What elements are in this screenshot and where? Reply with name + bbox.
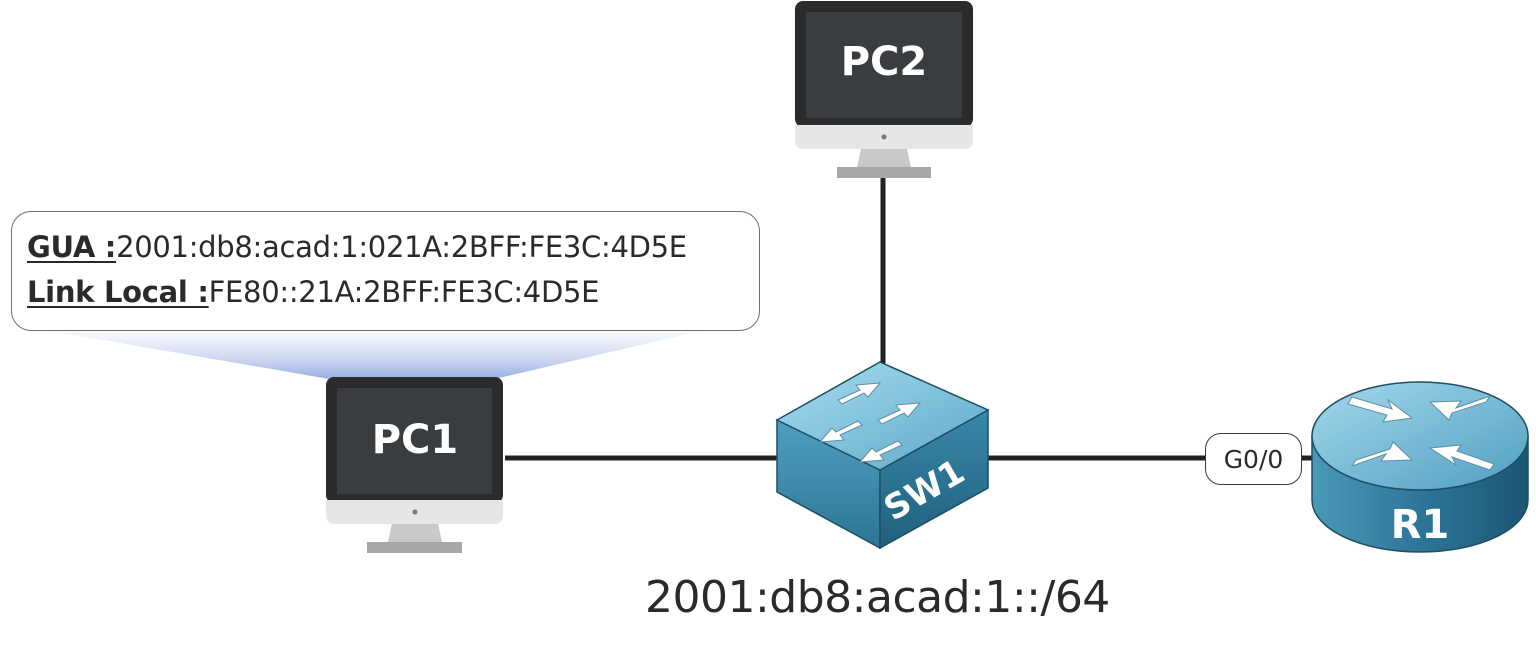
pc2-computer-icon[interactable]: PC2 — [795, 1, 973, 178]
gua-line: GUA :2001:db8:acad:1:021A:2BFF:FE3C:4D5E — [27, 230, 687, 264]
pc1-label: PC1 — [372, 417, 459, 463]
pc2-label: PC2 — [841, 39, 928, 85]
gua-label: GUA : — [27, 230, 117, 264]
link-local-label: Link Local : — [27, 275, 209, 309]
router-interface-tag: G0/0 — [1205, 433, 1302, 485]
callout-pointer — [45, 330, 705, 380]
link-local-value: FE80::21A:2BFF:FE3C:4D5E — [208, 275, 600, 309]
r1-label: R1 — [1391, 502, 1450, 548]
gua-value: 2001:db8:acad:1:021A:2BFF:FE3C:4D5E — [116, 230, 687, 264]
pc1-computer-icon[interactable]: PC1 — [326, 377, 503, 553]
address-callout: GUA :2001:db8:acad:1:021A:2BFF:FE3C:4D5E… — [11, 211, 760, 331]
link-local-line: Link Local :FE80::21A:2BFF:FE3C:4D5E — [27, 275, 599, 309]
subnet-label: 2001:db8:acad:1::/64 — [645, 572, 1110, 623]
r1-router-icon[interactable]: R1 — [1311, 381, 1529, 553]
sw1-switch-icon[interactable]: SW1 — [775, 361, 990, 550]
